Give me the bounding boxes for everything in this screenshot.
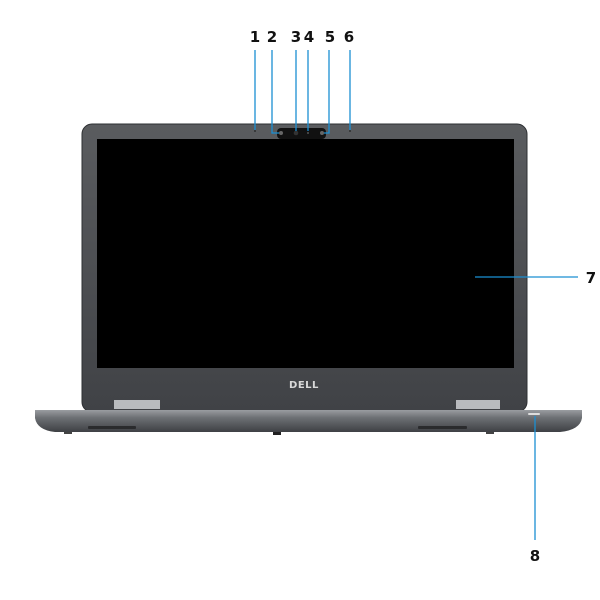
speaker-right [418,426,467,429]
callout-3: 3 [291,28,301,46]
ir-emitter-left [279,131,283,135]
callout-2: 2 [267,28,277,46]
leader-line-2 [271,50,279,134]
leader-line-5 [324,50,330,134]
camera-status-light [307,132,309,134]
dell-logo: DELL [289,380,319,391]
camera-lens [293,130,299,136]
callout-1: 1 [250,28,260,46]
callout-8: 8 [530,547,540,565]
callout-4: 4 [304,28,314,46]
callout-6: 6 [344,28,354,46]
hinge-left [114,400,160,409]
ir-emitter-right [320,131,324,135]
speaker-left [88,426,136,429]
callout-5: 5 [325,28,335,46]
display-screen [97,139,514,368]
callout-7: 7 [586,269,596,287]
foot-right [486,432,494,434]
foot-center [273,432,281,435]
battery-status-light [528,413,540,415]
microphone-left [254,130,256,132]
hinge-right [456,400,500,409]
microphone-right [349,130,351,132]
camera-bar [277,128,326,139]
foot-left [64,432,72,434]
